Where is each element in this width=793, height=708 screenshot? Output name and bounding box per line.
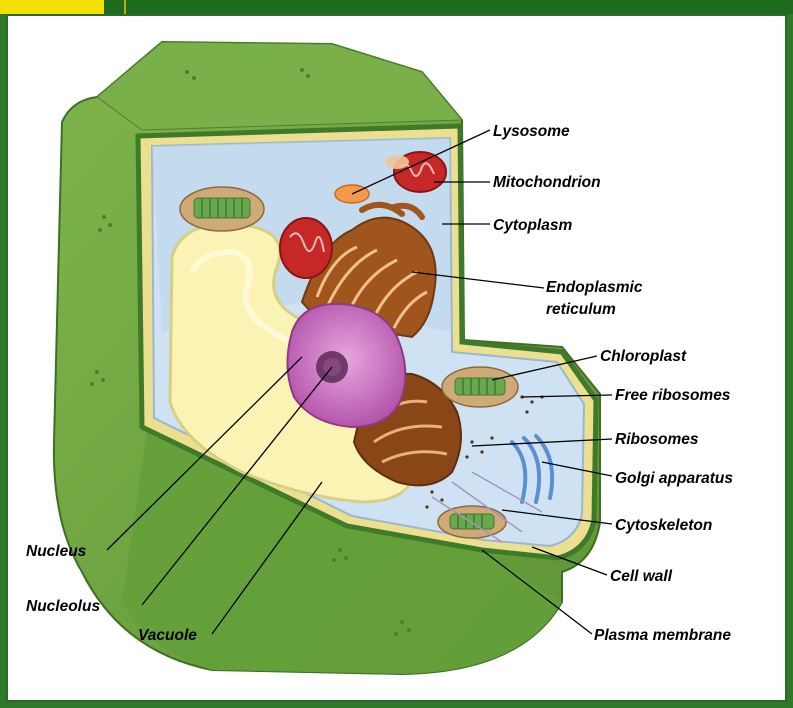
label-nucleus: Nucleus (26, 543, 87, 560)
diagram-frame: Lysosome Mitochondrion Cytoplasm Endopla… (6, 14, 787, 702)
chloroplast-top (180, 187, 264, 231)
top-bar-divider (124, 0, 126, 14)
cell-top-face (97, 42, 462, 130)
top-bar-tab (0, 0, 104, 14)
label-nucleolus: Nucleolus (26, 598, 100, 615)
mitochondrion-left (280, 218, 332, 278)
label-chloroplast: Chloroplast (600, 348, 687, 365)
label-vacuole: Vacuole (138, 627, 197, 644)
label-lysosome: Lysosome (493, 123, 570, 140)
label-cytoplasm: Cytoplasm (493, 217, 572, 234)
label-mitochondrion: Mitochondrion (493, 174, 601, 191)
label-free-ribosomes: Free ribosomes (615, 387, 731, 404)
label-cytoskeleton: Cytoskeleton (615, 517, 712, 534)
label-golgi-apparatus: Golgi apparatus (615, 470, 733, 487)
label-ribosomes: Ribosomes (615, 431, 699, 448)
chloroplast-right (442, 367, 518, 407)
label-plasma-membrane: Plasma membrane (594, 627, 731, 644)
plant-cell-diagram: Lysosome Mitochondrion Cytoplasm Endopla… (8, 16, 785, 700)
label-er-line2: reticulum (546, 301, 616, 318)
label-er-line1: Endoplasmic (546, 279, 643, 296)
nucleus (287, 304, 405, 427)
top-bar (0, 0, 793, 14)
label-cell-wall: Cell wall (610, 568, 673, 585)
